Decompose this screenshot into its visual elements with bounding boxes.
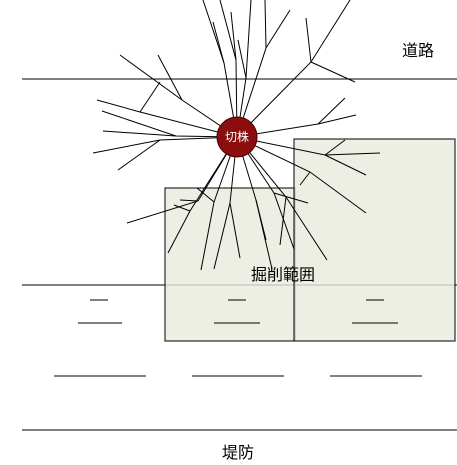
excavation-area-right xyxy=(293,138,456,342)
embankment-marks xyxy=(22,299,457,431)
excavation-label: 掘削範囲 xyxy=(251,265,315,284)
embankment-label: 堤防 xyxy=(222,443,254,462)
excavation-area-left xyxy=(164,187,296,342)
road-label: 道路 xyxy=(402,41,434,60)
excavation-areas xyxy=(164,138,456,342)
stump-label: 切株 xyxy=(225,129,249,144)
stump-marker xyxy=(216,116,258,158)
root-system xyxy=(92,0,381,271)
